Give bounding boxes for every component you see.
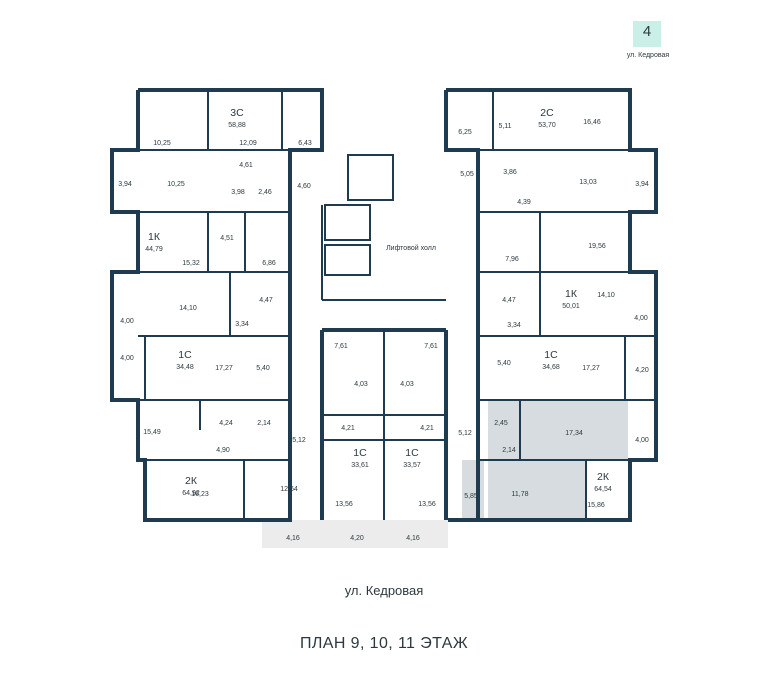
room-area: 5,40 <box>497 360 511 367</box>
room-area: 5,05 <box>460 171 474 178</box>
street-label: ул. Кедровая <box>344 583 424 598</box>
room-area: 10,25 <box>153 140 171 147</box>
section-badge <box>633 21 661 47</box>
room-area: 5,85 <box>464 493 478 500</box>
room-area: 14,10 <box>597 292 615 299</box>
room-area: 4,47 <box>502 297 516 304</box>
room-area: 4,00 <box>120 355 134 362</box>
apartment-type: 2С <box>540 107 554 119</box>
room-area: 7,61 <box>334 343 348 350</box>
room-area: 4,51 <box>220 235 234 242</box>
apartment-area: 34,68 <box>542 364 560 371</box>
room-area: 5,12 <box>458 430 472 437</box>
room-area: 4,90 <box>216 447 230 454</box>
room-area: 17,34 <box>565 430 583 437</box>
room-area: 3,98 <box>231 189 245 196</box>
apartment-area: 44,79 <box>145 246 163 253</box>
room-area: 3,94 <box>635 181 649 188</box>
room-area: 4,16 <box>406 535 420 542</box>
room-area: 2,14 <box>502 447 516 454</box>
room-area: 14,10 <box>179 305 197 312</box>
room-area: 4,03 <box>354 381 368 388</box>
room-area: 7,96 <box>505 256 519 263</box>
lobby-label: Лифтовой холл <box>386 244 436 252</box>
apartment-type: 2К <box>597 471 610 483</box>
room-area: 2,14 <box>257 420 271 427</box>
apartment-area: 64,54 <box>594 486 612 493</box>
room-area: 3,34 <box>235 321 249 328</box>
apartment-area: 50,01 <box>562 303 580 310</box>
room-area: 4,00 <box>120 318 134 325</box>
section-number: 4 <box>642 23 652 40</box>
room-area: 6,43 <box>298 140 312 147</box>
room-area: 6,86 <box>262 260 276 267</box>
room-area: 15,49 <box>143 429 161 436</box>
room-area: 16,46 <box>583 119 601 126</box>
room-area: 4,20 <box>350 535 364 542</box>
inner-walls <box>138 90 656 520</box>
room-area: 7,61 <box>424 343 438 350</box>
room-area: 5,40 <box>256 365 270 372</box>
apartment-area: 64,92 <box>182 490 200 497</box>
room-area: 3,94 <box>118 181 132 188</box>
section-street: ул. Кедровая <box>626 52 670 59</box>
apartment-type: 1К <box>565 288 578 300</box>
room-area: 4,03 <box>400 381 414 388</box>
room-area: 4,24 <box>219 420 233 427</box>
apartment-area: 33,57 <box>403 462 421 469</box>
room-area: 4,39 <box>517 199 531 206</box>
room-area: 4,60 <box>297 183 311 190</box>
room-area: 3,34 <box>507 322 521 329</box>
room-area: 10,25 <box>167 181 185 188</box>
apartment-area: 53,70 <box>538 122 556 129</box>
room-area: 12,09 <box>239 140 257 147</box>
apartment-type: 1С <box>178 349 192 361</box>
room-area: 4,00 <box>635 437 649 444</box>
room-area: 2,45 <box>494 420 508 427</box>
apartment-type: 1С <box>405 447 419 459</box>
room-area: 17,27 <box>582 365 600 372</box>
room-area: 6,25 <box>458 129 472 136</box>
apartment-area: 33,61 <box>351 462 369 469</box>
room-area: 4,21 <box>420 425 434 432</box>
room-area: 12,64 <box>280 486 298 493</box>
room-area: 4,47 <box>259 297 273 304</box>
room-area: 4,20 <box>635 367 649 374</box>
room-area: 19,56 <box>588 243 606 250</box>
room-area: 4,61 <box>239 162 253 169</box>
room-area: 13,03 <box>579 179 597 186</box>
apartment-type: 2К <box>185 475 198 487</box>
room-area: 15,32 <box>182 260 200 267</box>
room-area: 16,23 <box>191 491 209 498</box>
room-area: 15,86 <box>587 502 605 509</box>
room-area: 5,12 <box>292 437 306 444</box>
room-area: 4,00 <box>634 315 648 322</box>
apartment-type: 3С <box>230 107 244 119</box>
room-area: 4,16 <box>286 535 300 542</box>
room-area: 3,86 <box>503 169 517 176</box>
room-area: 5,11 <box>498 123 511 130</box>
apartment-area: 34,48 <box>176 364 194 371</box>
room-area: 13,56 <box>335 501 353 508</box>
apartment-type: 1К <box>148 231 161 243</box>
room-area: 4,21 <box>341 425 355 432</box>
room-area: 11,78 <box>512 491 529 498</box>
room-area: 17,27 <box>215 365 233 372</box>
room-area: 13,56 <box>418 501 436 508</box>
apartment-type: 1С <box>544 349 558 361</box>
apartment-type: 1С <box>353 447 367 459</box>
plan-title: ПЛАН 9, 10, 11 ЭТАЖ <box>300 635 468 652</box>
room-area: 2,46 <box>258 189 272 196</box>
apartment-area: 58,88 <box>228 122 246 129</box>
